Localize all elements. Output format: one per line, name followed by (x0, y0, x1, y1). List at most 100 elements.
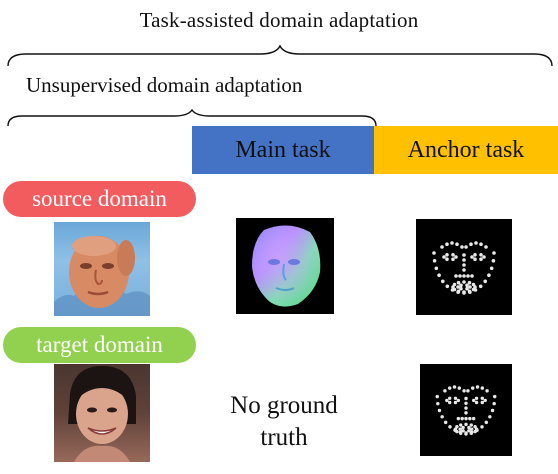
landmark-dot (464, 416, 468, 421)
landmark-dot (489, 266, 494, 271)
landmark-dot (451, 257, 455, 261)
landmark-dot (464, 396, 468, 401)
landmark-dot (462, 274, 466, 278)
landmark-dot (443, 420, 448, 425)
unsupervised-brace (7, 108, 377, 127)
landmark-dot (460, 245, 464, 249)
landmark-dot (469, 242, 473, 246)
landmark-dot (467, 425, 471, 430)
landmark-dot (432, 259, 437, 263)
landmark-dot (447, 396, 452, 401)
landmark-dot (437, 273, 441, 277)
landmark-dot (464, 401, 468, 406)
task-assisted-title: Task-assisted domain adaptation (139, 8, 419, 32)
landmark-dot (464, 422, 468, 427)
landmark-dot (483, 398, 487, 403)
landmark-dot (440, 245, 444, 249)
landmark-dot (465, 286, 469, 291)
landmark-dot (462, 280, 466, 284)
landmark-dot (458, 274, 462, 278)
landmark-dot (471, 398, 476, 403)
landmark-dot (455, 425, 459, 429)
landmark-dot (445, 398, 449, 403)
landmark-dot (468, 285, 472, 289)
landmark-dot (474, 400, 479, 405)
landmark-dot (442, 255, 446, 259)
landmark-dot (464, 432, 468, 436)
landmark-dot (473, 429, 477, 434)
landmark-dot (482, 255, 486, 259)
target-face-image (54, 364, 150, 462)
landmark-dot (479, 253, 483, 257)
target-landmarks-image (420, 364, 512, 456)
landmark-dot (452, 282, 457, 287)
landmark-dot (467, 429, 471, 433)
landmark-dot (479, 242, 483, 246)
landmark-dot (459, 283, 463, 288)
landmark-dot (474, 396, 479, 401)
landmark-dot (443, 389, 447, 393)
landmark-dot (470, 274, 474, 278)
landmark-dot (459, 431, 463, 436)
target-domain-pill: target domain (3, 327, 196, 363)
landmark-dot (455, 242, 459, 246)
landmark-dot (484, 420, 489, 425)
landmark-dot (464, 406, 468, 410)
landmark-dot (478, 284, 483, 289)
landmark-dot (451, 253, 455, 257)
landmark-dot (456, 285, 460, 289)
landmark-dot (484, 245, 488, 249)
landmark-dot (456, 280, 461, 285)
landmark-dot (471, 282, 476, 287)
landmark-dot (485, 389, 489, 393)
landmark-dot (434, 266, 439, 271)
landmark-dot (466, 389, 470, 393)
landmark-dot (487, 273, 491, 277)
landmark-dot (466, 274, 470, 278)
landmark-dot (447, 386, 452, 390)
landmark-dot (436, 401, 440, 406)
landmark-dot (475, 385, 480, 389)
landmark-dot (450, 241, 454, 245)
landmark-dot (488, 415, 492, 419)
landmark-dot (493, 394, 497, 399)
landmark-dot (457, 386, 462, 390)
landmark-dot (459, 423, 463, 427)
landmark-dot (453, 400, 458, 405)
landmark-dot (471, 287, 476, 292)
landmark-dot (469, 423, 473, 427)
source-landmarks-image (416, 219, 512, 315)
landmark-dot (461, 425, 465, 430)
landmark-dot (470, 427, 474, 431)
landmark-dot (470, 386, 475, 390)
landmark-dot (469, 431, 473, 436)
no-ground-truth-line2: truth (260, 424, 308, 451)
landmark-dot (467, 280, 472, 285)
landmark-dot (490, 408, 495, 413)
main-task-label: Main task (235, 136, 331, 163)
unsupervised-title: Unsupervised domain adaptation (26, 73, 303, 97)
landmark-dot (445, 242, 449, 246)
landmark-dot (441, 279, 445, 284)
landmark-dot (462, 258, 466, 262)
landmark-dot (440, 415, 444, 419)
source-domain-label: source domain (32, 186, 167, 211)
landmark-dot (459, 286, 463, 291)
landmark-dot (467, 289, 472, 294)
landmark-dot (454, 255, 458, 259)
landmark-dot (460, 416, 464, 421)
landmark-dot (452, 385, 457, 389)
landmark-dot (464, 411, 468, 415)
source-domain-pill: source domain (3, 181, 196, 217)
target-domain-label: target domain (36, 332, 163, 357)
landmark-dot (445, 253, 449, 257)
landmark-dot (473, 253, 477, 257)
landmark-dot (464, 245, 468, 249)
landmark-dot (480, 386, 485, 390)
landmark-dot (462, 263, 466, 267)
landmark-dot (470, 255, 474, 259)
landmark-dot (456, 398, 461, 403)
no-ground-truth-text: No ground truth (204, 390, 364, 454)
landmark-dot (445, 257, 449, 261)
landmark-dot (473, 425, 477, 429)
